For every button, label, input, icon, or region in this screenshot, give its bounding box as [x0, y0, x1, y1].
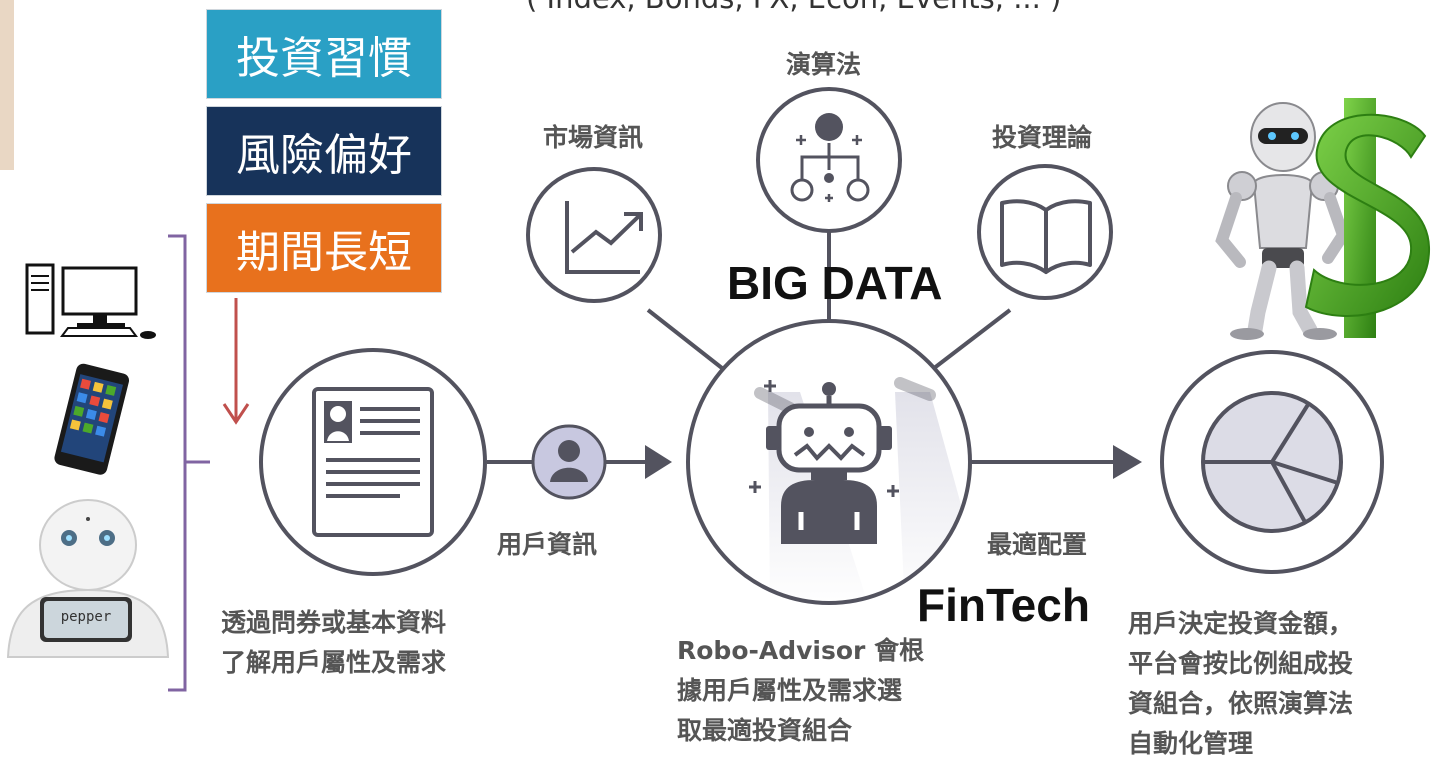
- left-description-line: 了解用戶屬性及需求: [221, 648, 447, 677]
- dollar-sign-icon: [1304, 98, 1431, 338]
- robo-advisor-icon: [686, 319, 972, 605]
- fintech-text: FinTech: [917, 579, 1090, 631]
- arrow-to-portfolio: [1113, 445, 1142, 479]
- center-description-line: Robo-Advisor 會根: [677, 636, 925, 665]
- right-description-line: 平台會按比例組成投: [1128, 649, 1354, 678]
- market-info-label: 市場資訊: [543, 123, 644, 152]
- center-description: Robo-Advisor 會根 據用戶屬性及需求選 取最適投資組合: [677, 631, 924, 751]
- right-description-line: 資組合，依照演算法: [1128, 689, 1354, 718]
- humanoid-robot-icon: [1215, 102, 1350, 340]
- portfolio-pie-icon: [1160, 350, 1384, 574]
- desktop-computer-icon: [25, 263, 156, 339]
- right-description: 用戶決定投資金額， 平台會按比例組成投 資組合，依照演算法 自動化管理: [1128, 604, 1353, 764]
- time-horizon-box: 期間長短: [206, 203, 442, 293]
- user-avatar-icon: [531, 424, 607, 500]
- risk-preference-box: 風險偏好: [206, 106, 442, 196]
- algorithm-icon: [756, 87, 902, 233]
- investment-theory-label: 投資理論: [992, 123, 1093, 152]
- data-sources-text: ( Index, Bonds, FX, Econ, Events, ... ): [526, 0, 1061, 15]
- left-description: 透過問券或基本資料 了解用戶屬性及需求: [221, 603, 446, 683]
- right-description-line: 用戶決定投資金額，: [1128, 609, 1354, 638]
- photo-edge: [0, 0, 14, 170]
- center-description-line: 取最適投資組合: [677, 716, 853, 745]
- left-description-line: 透過問券或基本資料: [221, 608, 447, 637]
- pepper-robot-icon: [6, 499, 170, 658]
- arrow-to-hub: [645, 445, 672, 479]
- algorithm-label: 演算法: [786, 50, 862, 79]
- optimal-allocation-label: 最適配置: [987, 530, 1088, 559]
- pepper-tablet-text: pepper: [60, 609, 112, 625]
- device-bracket: [168, 234, 210, 692]
- market-chart-icon: [526, 167, 662, 303]
- big-data-text: BIG DATA: [727, 257, 943, 309]
- center-description-line: 據用戶屬性及需求選: [677, 676, 903, 705]
- profile-arrow: [222, 298, 250, 425]
- user-profile-icon: [259, 348, 487, 576]
- investment-habit-box: 投資習慣: [206, 9, 442, 99]
- smartphone-icon: [54, 363, 130, 475]
- user-info-label: 用戶資訊: [497, 530, 598, 559]
- connector-lines: [487, 230, 1118, 464]
- book-icon: [977, 164, 1113, 300]
- right-description-line: 自動化管理: [1128, 729, 1254, 758]
